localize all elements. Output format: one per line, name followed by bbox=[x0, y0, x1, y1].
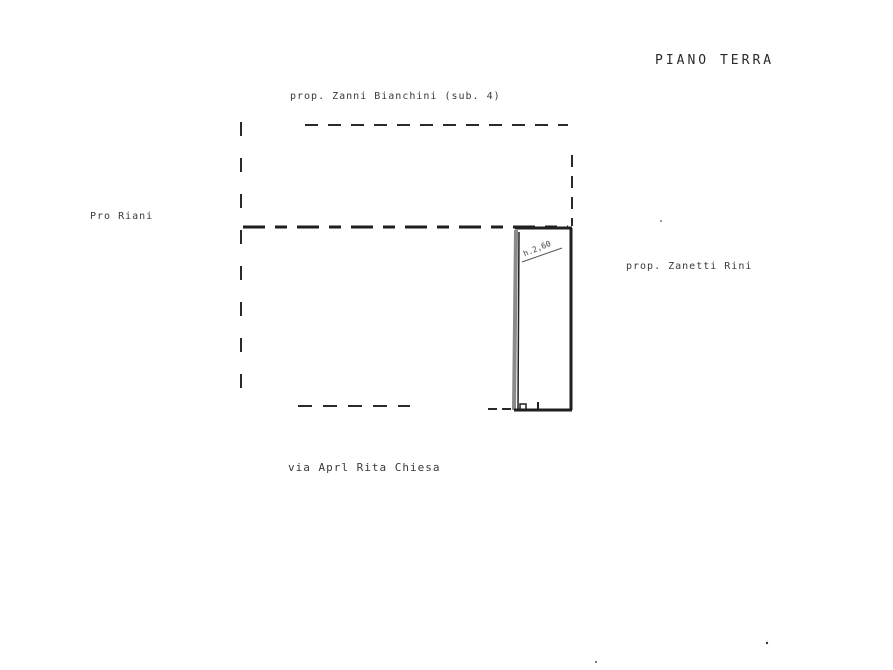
room-wall-left bbox=[512, 229, 518, 411]
scan-speck bbox=[765, 641, 769, 645]
scan-speck bbox=[660, 220, 662, 222]
neighbor-label-left: Pro Riani bbox=[90, 211, 154, 222]
room-wall-left-inner bbox=[517, 231, 520, 410]
room-diagonal-mark bbox=[521, 247, 563, 263]
street-label-bottom: via Aprl Rita Chiesa bbox=[288, 461, 441, 474]
scan-speck bbox=[595, 661, 597, 663]
neighbor-label-top: prop. Zanni Bianchini (sub. 4) bbox=[290, 91, 501, 102]
room-door-mark bbox=[519, 403, 527, 411]
plan-title: PIANO TERRA bbox=[655, 53, 775, 68]
neighbor-label-right: prop. Zanetti Rini bbox=[626, 261, 753, 272]
